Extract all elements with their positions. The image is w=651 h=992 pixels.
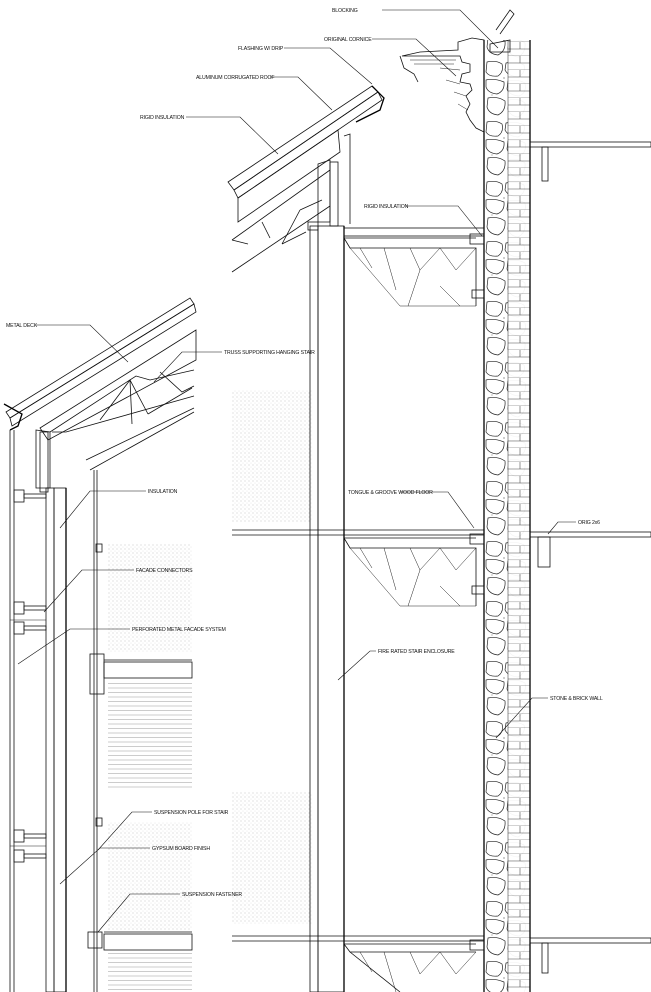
blocking	[489, 9, 515, 53]
lower-roof	[3, 297, 197, 493]
fire-rated-enclosure	[307, 221, 345, 992]
left-stair-floors	[103, 544, 193, 992]
label-rigid-insulation-top: RIGID INSULATION	[140, 115, 185, 121]
stair-trusses	[343, 233, 485, 992]
original-cornice	[399, 37, 485, 133]
label-suspension-fastener: SUSPENSION FASTENER	[182, 892, 242, 898]
label-rigid-insulation-mid: RIGID INSULATION	[364, 204, 409, 210]
label-flashing: FLASHING W/ DRIP	[238, 46, 284, 52]
center-screens	[232, 390, 312, 924]
label-aluminum-roof: ALUMINUM CORRUGATED ROOF	[196, 75, 274, 81]
label-suspension-pole: SUSPENSION POLE FOR STAIR	[154, 810, 229, 816]
label-insulation: INSULATION	[148, 489, 178, 495]
leader-lines	[17, 9, 576, 933]
label-truss: TRUSS SUPPORTING HANGING STAIR	[224, 350, 315, 356]
label-tongue-groove: TONGUE & GROOVE WOOD FLOOR	[348, 490, 433, 496]
label-gypsum: GYPSUM BOARD FINISH	[152, 846, 210, 852]
label-fire-rated: FIRE RATED STAIR ENCLOSURE	[378, 649, 455, 655]
label-original-cornice: ORIGINAL CORNICE	[324, 37, 372, 43]
label-orig-2x6: ORIG 2x6	[578, 520, 600, 526]
label-blocking: BLOCKING	[332, 8, 358, 14]
label-facade-connectors: FACADE CONNECTORS	[136, 568, 193, 574]
label-perforated-facade: PERFORATED METAL FACADE SYSTEM	[132, 627, 226, 633]
label-stone-brick: STONE & BRICK WALL	[550, 696, 603, 702]
right-floor-stubs	[529, 141, 651, 974]
floor-lines	[232, 227, 485, 942]
labels: BLOCKING ORIGINAL CORNICE FLASHING W/ DR…	[6, 8, 603, 898]
label-metal-deck: METAL DECK	[6, 323, 38, 329]
upper-roof	[227, 85, 385, 273]
suspension-pole	[87, 470, 105, 992]
stone-brick-wall	[483, 40, 531, 992]
left-facade	[9, 430, 67, 992]
